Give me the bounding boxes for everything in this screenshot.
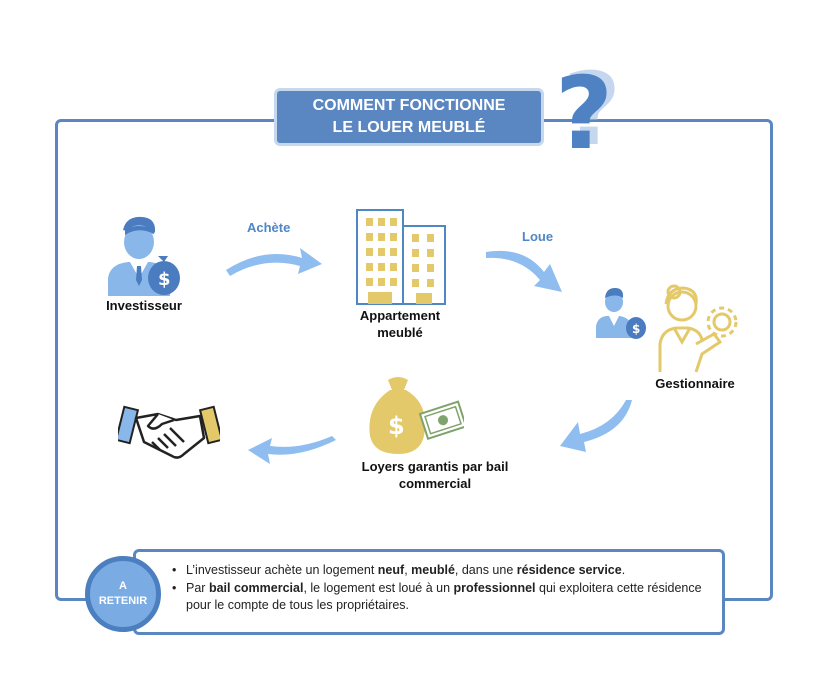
node-investisseur: Investisseur — [106, 298, 182, 313]
text-segment: L’investisseur achète un logement — [186, 563, 378, 577]
building-icon — [356, 209, 446, 305]
node-loyers: Loyers garantis par bail commercial — [340, 458, 530, 492]
list-item: Par bail commercial, le logement est lou… — [172, 580, 717, 614]
question-mark-icon: ? ? — [555, 52, 615, 162]
text-bold: bail commercial — [208, 581, 304, 595]
retenir-line1: A — [119, 580, 127, 592]
retenir-line2: RETENIR — [98, 595, 148, 607]
retenir-badge: A RETENIR — [85, 556, 161, 632]
money-bag-icon: $ — [369, 377, 464, 454]
svg-text:$: $ — [388, 412, 405, 440]
title-line-1: COMMENT FONCTIONNE — [312, 97, 506, 114]
verb-loue: Loue — [522, 229, 554, 244]
node-loyers-line2: commercial — [398, 476, 472, 491]
svg-text:$: $ — [632, 322, 640, 336]
node-appartement: Appartement meublé — [340, 307, 460, 341]
svg-text:$: $ — [158, 269, 171, 290]
text-segment: , dans une — [454, 563, 517, 577]
svg-text:?: ? — [555, 55, 613, 162]
page-title: COMMENT FONCTIONNE LE LOUER MEUBLÉ — [274, 88, 544, 146]
node-gestionnaire: Gestionnaire — [655, 376, 735, 391]
node-loyers-line1: Loyers garantis par bail — [361, 459, 509, 474]
title-line-2: LE LOUER MEUBLÉ — [332, 119, 486, 136]
investor-icon: $ — [108, 216, 180, 296]
arrow-icon — [226, 248, 322, 276]
text-segment: qui exploitera cette résidence pour le c… — [186, 581, 702, 612]
arrow-icon — [560, 400, 632, 452]
handshake-icon — [118, 405, 220, 459]
text-segment: . — [621, 563, 626, 577]
text-bold: neuf — [377, 563, 405, 577]
verb-achete: Achète — [247, 220, 291, 235]
arrow-icon — [486, 250, 562, 292]
list-item: L’investisseur achète un logement neuf , … — [172, 562, 717, 579]
text-segment: , le logement est loué à un — [303, 581, 454, 595]
text-bold: résidence service — [516, 563, 622, 577]
text-segment: Par — [186, 581, 209, 595]
node-appartement-line1: Appartement — [359, 308, 441, 323]
node-appartement-line2: meublé — [377, 325, 423, 340]
svg-text:?: ? — [563, 52, 615, 162]
text-bold: meublé — [411, 563, 455, 577]
retenir-list: L’investisseur achète un logement neuf , … — [172, 562, 717, 615]
text-bold: professionnel — [453, 581, 536, 595]
text-segment: , — [404, 563, 412, 577]
arrow-icon — [248, 436, 336, 464]
manager-icon: $ — [596, 284, 738, 373]
